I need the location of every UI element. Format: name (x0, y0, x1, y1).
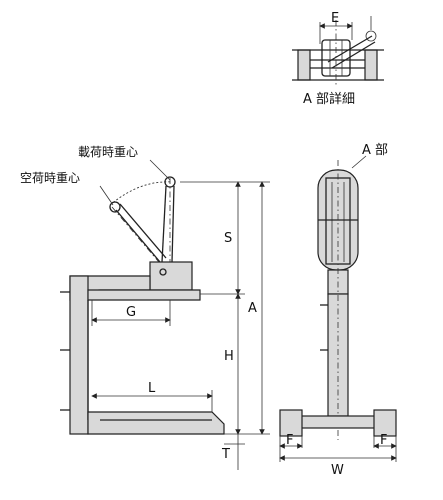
dim-h-label: H (224, 349, 234, 364)
dim-g-label: G (126, 305, 136, 320)
dim-w-label: W (331, 463, 344, 478)
dim-f-left-label: F (286, 433, 293, 448)
dim-t-label: T (221, 447, 230, 462)
leader-part-a (351, 155, 367, 169)
dim-s-label: S (224, 231, 232, 246)
dim-f-right-label: F (380, 433, 387, 448)
callout-empty-cog: 空荷時重心 (20, 171, 80, 185)
leader-loaded-cog (149, 159, 171, 181)
callout-part-a: A 部 (362, 143, 388, 158)
side-view (60, 176, 225, 435)
callout-loaded-cog: 載荷時重心 (78, 145, 138, 159)
dim-e-label: E (331, 11, 339, 26)
side-dimensions (91, 181, 270, 470)
leader-empty-cog (99, 185, 114, 206)
dim-l-label: L (148, 381, 156, 396)
detail-a-caption: A 部詳細 (303, 91, 355, 107)
front-view (279, 160, 397, 440)
dim-a-label: A (248, 301, 257, 316)
front-dimensions (279, 436, 397, 462)
detail-a-view (292, 16, 384, 85)
